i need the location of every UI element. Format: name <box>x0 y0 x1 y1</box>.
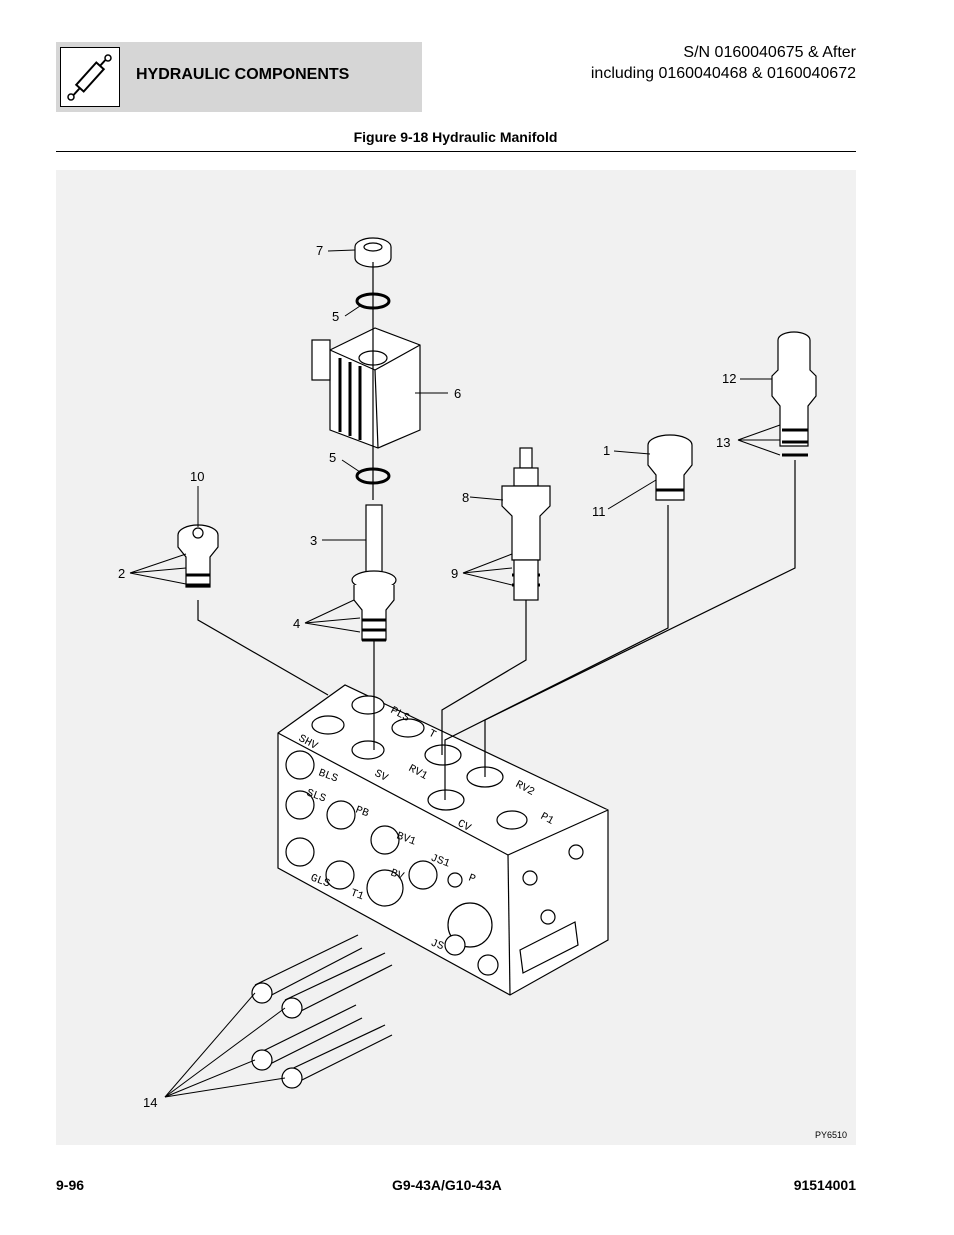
port-label: CV <box>455 818 473 835</box>
header-rule <box>56 151 856 152</box>
serial-number-range: S/N 0160040675 & After including 0160040… <box>591 42 856 84</box>
drawing-reference: PY6510 <box>815 1130 848 1140</box>
callout-7: 7 <box>316 243 324 258</box>
part-1-plug <box>647 434 693 501</box>
port-label: PB <box>354 804 371 820</box>
callout-10: 10 <box>190 469 205 484</box>
part-12-valve <box>771 331 817 457</box>
port-label: JS <box>429 937 446 953</box>
callout-1: 1 <box>603 443 611 458</box>
callout-12: 12 <box>722 371 737 386</box>
page-number: 9-96 <box>56 1177 85 1193</box>
part-7-cap <box>354 237 392 268</box>
callout-5: 5 <box>329 450 337 465</box>
part-10-plug <box>177 524 219 588</box>
section-title: HYDRAULIC COMPONENTS <box>136 66 350 83</box>
port-label: T <box>426 728 438 742</box>
part-14-bolts <box>251 934 393 1089</box>
callout-6: 6 <box>454 386 462 401</box>
port-label: P1 <box>538 811 556 828</box>
manifold-block <box>277 684 609 996</box>
leader-lines <box>197 262 796 800</box>
callout-14: 14 <box>143 1095 158 1110</box>
figure-area <box>56 170 856 1145</box>
part-6-coil <box>311 327 421 449</box>
port-label: P <box>467 872 478 886</box>
serial-line-2: including 0160040468 & 0160040672 <box>590 65 856 82</box>
callout-leaders <box>129 249 781 1098</box>
port-label: T1 <box>349 887 366 903</box>
hydraulic-cylinder-icon <box>60 47 120 107</box>
port-label: SV <box>372 768 390 785</box>
model-number: G9-43A/G10-43A <box>392 1177 502 1193</box>
callout-3: 3 <box>310 533 318 548</box>
document-number: 91514001 <box>793 1177 856 1193</box>
port-label: BV <box>389 867 406 883</box>
callout-11: 11 <box>592 504 606 519</box>
part-8-relief-valve <box>501 447 551 601</box>
callout-8: 8 <box>462 490 470 505</box>
part-3-4-valve <box>351 504 397 642</box>
callout-2: 2 <box>118 566 126 581</box>
callout-5: 5 <box>332 309 340 324</box>
callout-9: 9 <box>451 566 459 581</box>
callout-13: 13 <box>716 435 731 450</box>
callout-4: 4 <box>293 616 301 631</box>
figure-title: Figure 9-18 Hydraulic Manifold <box>353 129 558 145</box>
serial-line-1: S/N 0160040675 & After <box>683 44 856 61</box>
